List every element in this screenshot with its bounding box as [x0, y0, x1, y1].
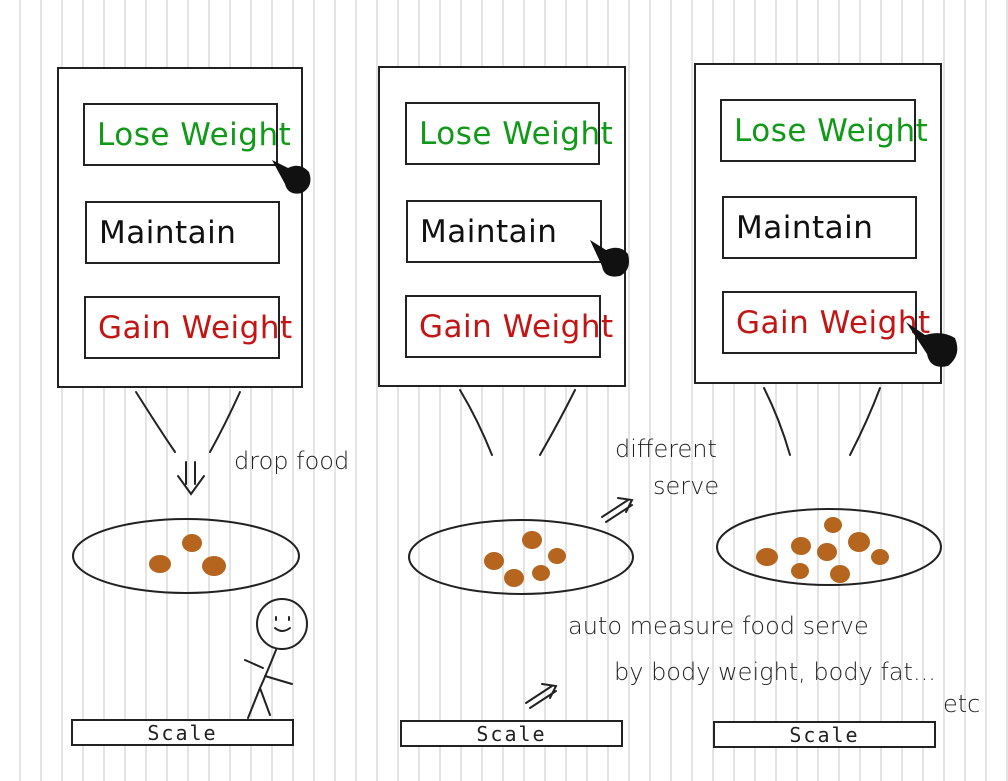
- scale-label: Scale: [789, 722, 860, 747]
- pointer-icon-2: [590, 240, 629, 277]
- plate-3: [716, 508, 942, 586]
- option-label: Maintain: [736, 209, 874, 246]
- panel-1-maintain-button[interactable]: Maintain: [85, 201, 280, 264]
- option-label: Lose Weight: [419, 115, 614, 152]
- diagonal-arrow-icon-1: [601, 497, 634, 523]
- auto-measure-note-line2: by body weight, body fat...: [614, 658, 936, 686]
- drop-food-note: drop food: [234, 447, 350, 475]
- plate-1: [72, 518, 300, 594]
- option-label: Gain Weight: [419, 308, 614, 345]
- plate-2: [408, 519, 634, 595]
- panel-1-lose-weight-button[interactable]: Lose Weight: [83, 103, 291, 166]
- diagonal-arrow-icon-2: [525, 683, 558, 709]
- different-serve-note-line2: serve: [653, 472, 720, 500]
- panel-2-lose-weight-button[interactable]: Lose Weight: [405, 102, 613, 165]
- option-label: Gain Weight: [736, 304, 931, 341]
- scale-label: Scale: [147, 720, 218, 745]
- person-body-icon: [244, 649, 293, 719]
- panel-3-lose-weight-button[interactable]: Lose Weight: [720, 99, 928, 162]
- option-label: Maintain: [420, 213, 558, 250]
- down-arrow-icon: [177, 461, 205, 496]
- funnel-2: [459, 389, 576, 456]
- food-pellets: [149, 517, 889, 587]
- option-label: Lose Weight: [97, 116, 292, 153]
- pointer-icon-3: [906, 322, 958, 367]
- pointer-icons: [272, 160, 958, 367]
- different-serve-note-line1: different: [615, 435, 717, 463]
- scale-1: Scale: [71, 719, 294, 746]
- panel-1-gain-weight-button[interactable]: Gain Weight: [84, 296, 292, 359]
- scale-2: Scale: [400, 720, 623, 747]
- person-head-icon: [256, 598, 308, 650]
- option-label: Lose Weight: [734, 112, 929, 149]
- funnel-1: [135, 391, 241, 453]
- option-label: Maintain: [99, 214, 237, 251]
- scale-3: Scale: [713, 721, 936, 748]
- auto-measure-note-line3: etc: [943, 690, 981, 718]
- funnel-3: [763, 387, 881, 456]
- panel-2-gain-weight-button[interactable]: Gain Weight: [405, 295, 613, 358]
- panel-3-maintain-button[interactable]: Maintain: [722, 196, 917, 259]
- panel-2-maintain-button[interactable]: Maintain: [406, 200, 602, 263]
- auto-measure-note-line1: auto measure food serve: [568, 612, 869, 640]
- panel-3-gain-weight-button[interactable]: Gain Weight: [722, 291, 930, 354]
- option-label: Gain Weight: [98, 309, 293, 346]
- scale-label: Scale: [476, 721, 547, 746]
- pointer-icon-1: [272, 160, 311, 194]
